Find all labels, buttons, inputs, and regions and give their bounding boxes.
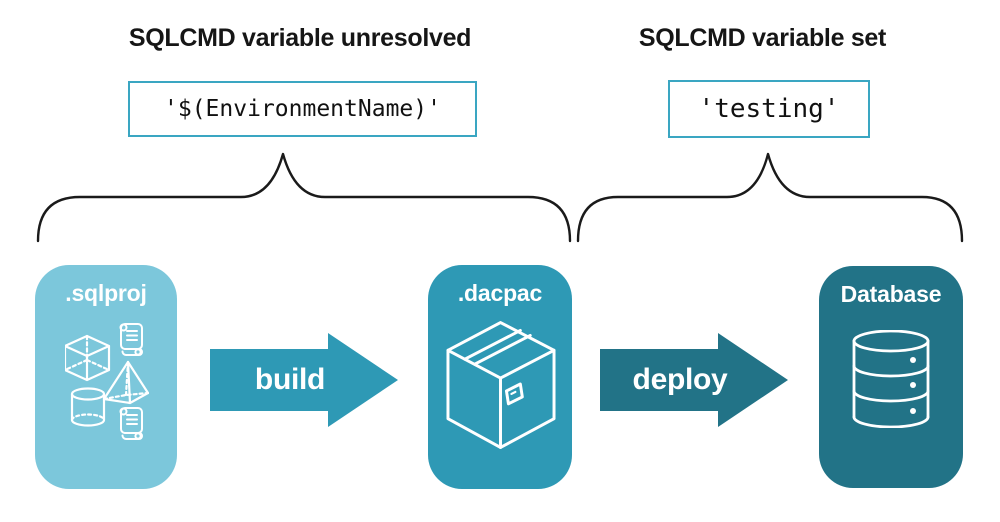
deploy-arrow-label: deploy <box>632 363 728 396</box>
code-box-environmentname: '$(EnvironmentName)' <box>128 81 477 137</box>
cylinder-icon <box>70 387 106 427</box>
node-dacpac: .dacpac <box>428 265 572 489</box>
script-icon <box>119 323 143 356</box>
cube-icon <box>65 334 111 382</box>
build-arrow-label: build <box>254 363 326 396</box>
node-sqlproj-label: .sqlproj <box>65 280 147 306</box>
code-box-testing: 'testing' <box>668 80 870 138</box>
node-sqlproj: .sqlproj <box>35 265 177 489</box>
brace-group <box>36 152 964 243</box>
heading-set: SQLCMD variable set <box>638 24 887 52</box>
deploy-arrow-icon <box>600 333 788 427</box>
node-database-label: Database <box>840 281 942 307</box>
right-brace-icon <box>576 152 964 243</box>
database-icon <box>852 330 930 428</box>
build-arrow-icon <box>210 333 398 427</box>
script-icon <box>119 407 143 440</box>
heading-unresolved: SQLCMD variable unresolved <box>128 24 472 52</box>
pyramid-icon <box>102 360 149 405</box>
sql-objects-icon <box>65 323 149 440</box>
left-brace-icon <box>36 152 572 243</box>
node-database: Database <box>819 266 963 488</box>
node-dacpac-label: .dacpac <box>457 280 543 306</box>
package-icon <box>446 321 556 449</box>
